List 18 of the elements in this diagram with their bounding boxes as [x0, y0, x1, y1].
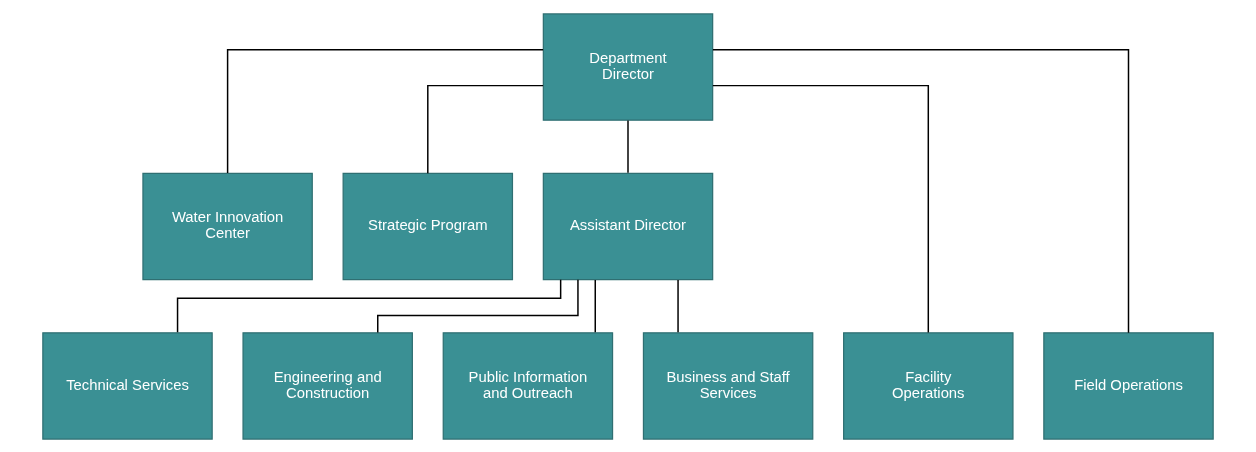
- connector: [712, 84, 930, 333]
- connector: [427, 84, 544, 174]
- node-box: Strategic Program: [342, 172, 514, 280]
- connector: [677, 278, 679, 333]
- node-box: Field Operations: [1043, 331, 1214, 440]
- connector: [176, 278, 562, 333]
- connector: [712, 48, 1130, 333]
- node-box: Department Director: [542, 12, 714, 121]
- node-box: Technical Services: [42, 331, 213, 440]
- connector: [226, 48, 544, 174]
- connector: [627, 119, 629, 174]
- node-box: Engineering and Construction: [242, 331, 413, 440]
- connector: [594, 278, 596, 333]
- node-box: Business and Staff Services: [642, 331, 814, 440]
- node-box: Assistant Director: [542, 172, 714, 280]
- node-box: Facility Operations: [843, 331, 1014, 440]
- node-box: Public Information and Outreach: [442, 331, 614, 440]
- node-box: Water Innovation Center: [142, 172, 313, 280]
